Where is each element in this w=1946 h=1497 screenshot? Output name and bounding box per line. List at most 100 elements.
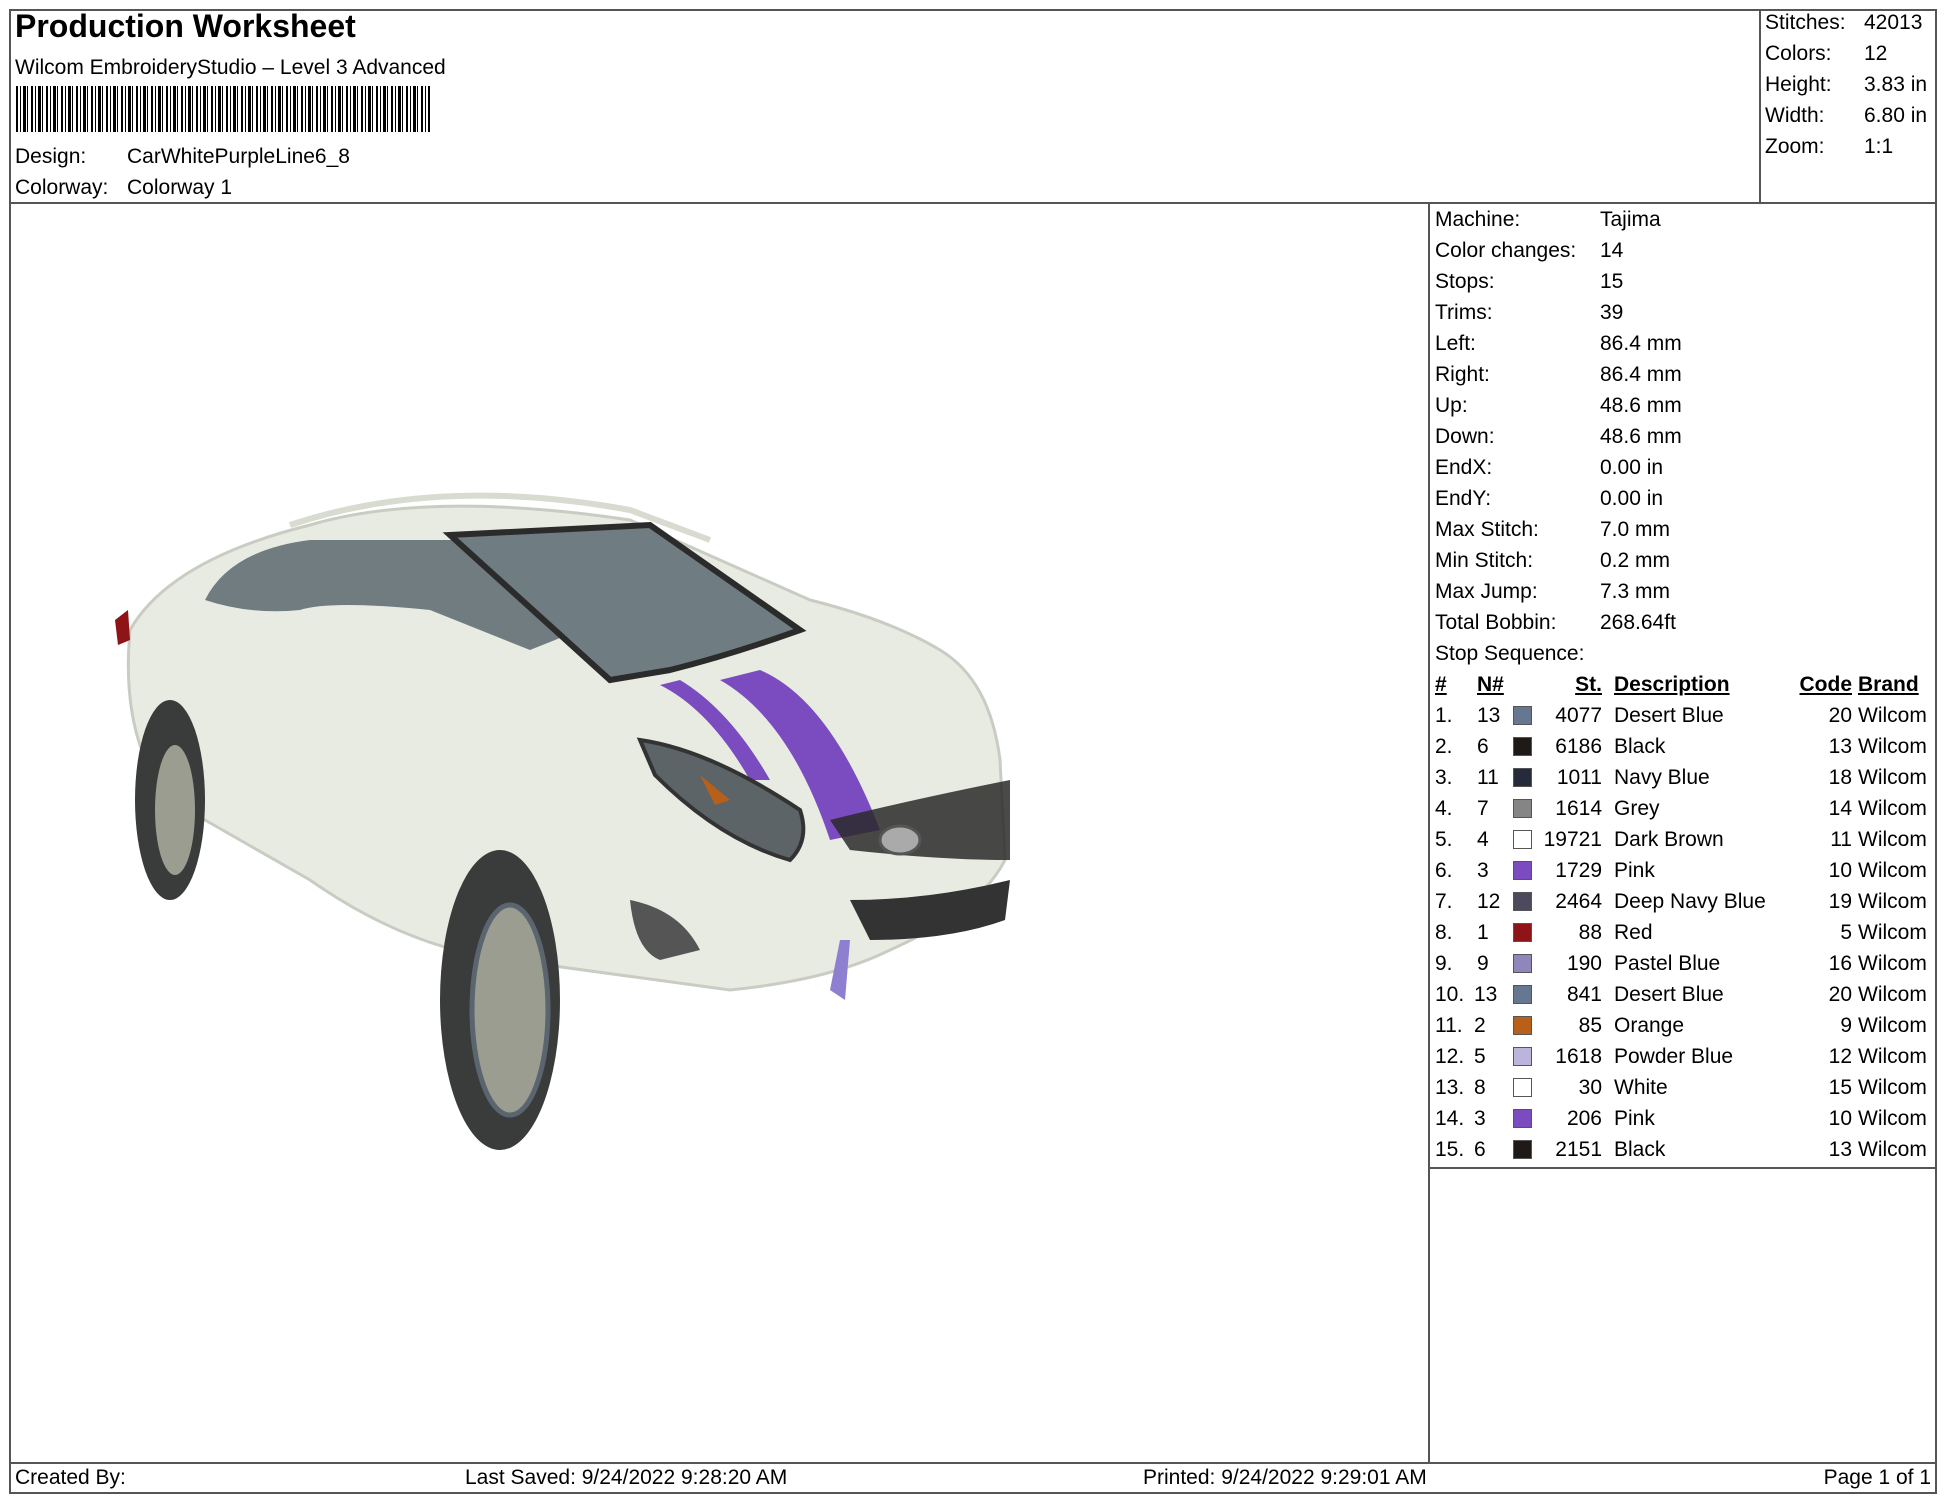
color-description: Powder Blue (1614, 1045, 1734, 1068)
stat-value: 3.83 in (1864, 73, 1928, 96)
color-code: 16 (1828, 952, 1852, 975)
stitch-count: 30 (1578, 1076, 1602, 1099)
stitch-count: 88 (1578, 921, 1602, 944)
machine-row: Color changes:14 (0, 235, 1946, 266)
machine-row: Max Stitch: 7.0 mm (0, 514, 1946, 545)
stat-label: Zoom: (1765, 135, 1825, 158)
stop-number: 5. (1435, 828, 1453, 851)
stop-row: 13. 8 30 White 15 Wilcom (0, 1072, 1946, 1103)
needle-number: 6 (1477, 735, 1489, 758)
col-brand: Brand (1858, 673, 1919, 696)
stat-row: Width:6.80 in (0, 100, 1946, 131)
stop-row: 9. 9 190 Pastel Blue 16 Wilcom (0, 948, 1946, 979)
stop-number: 10. (1435, 983, 1465, 1006)
car-embroidery-image (115, 492, 1010, 1150)
machine-value: 14 (1600, 239, 1624, 262)
machine-value: 48.6 mm (1600, 425, 1682, 448)
stitch-count: 1618 (1555, 1045, 1602, 1068)
machine-row: Total Bobbin:268.64ft (0, 607, 1946, 638)
machine-value: 7.0 mm (1600, 518, 1671, 541)
needle-number: 6 (1474, 1138, 1486, 1161)
color-description: Dark Brown (1614, 828, 1724, 851)
machine-value: 268.64ft (1600, 611, 1676, 634)
machine-value: 7.3 mm (1600, 580, 1671, 603)
color-code: 9 (1840, 1014, 1852, 1037)
machine-label: Max Jump: (1435, 580, 1538, 603)
thread-brand: Wilcom (1858, 859, 1927, 882)
col-needle: N# (1477, 673, 1504, 696)
machine-label: EndX: (1435, 456, 1493, 479)
stitch-count: 1011 (1556, 766, 1602, 789)
machine-row: Trims:39 (0, 297, 1946, 328)
thread-brand: Wilcom (1858, 797, 1927, 820)
stop-number: 2. (1435, 735, 1453, 758)
color-description: Grey (1614, 797, 1660, 820)
stitch-count: 1729 (1555, 859, 1602, 882)
needle-number: 7 (1477, 797, 1489, 820)
stop-number: 11. (1435, 1014, 1463, 1037)
design-name: CarWhitePurpleLine6_8 (127, 145, 350, 168)
machine-value: 0.00 in (1600, 487, 1664, 510)
color-swatch (1513, 830, 1532, 849)
thread-brand: Wilcom (1858, 766, 1927, 789)
color-description: Deep Navy Blue (1614, 890, 1766, 913)
needle-number: 1 (1477, 921, 1489, 944)
needle-number: 9 (1477, 952, 1489, 975)
machine-row: Machine:Tajima (0, 204, 1946, 235)
thread-brand: Wilcom (1858, 983, 1927, 1006)
machine-label: Trims: (1435, 301, 1493, 324)
machine-label: Machine: (1435, 208, 1521, 231)
stop-row: 7. 12 2464 Deep Navy Blue 19 Wilcom (0, 886, 1946, 917)
color-description: Pastel Blue (1614, 952, 1721, 975)
needle-number: 13 (1477, 704, 1501, 727)
stop-table-header: # N# St. Description Code Brand (0, 669, 1946, 700)
color-code: 18 (1828, 766, 1852, 789)
design-label: Design: (15, 145, 87, 168)
machine-row: Max Jump: 7.3 mm (0, 576, 1946, 607)
header-divider (9, 202, 1937, 204)
stitch-count: 2464 (1555, 890, 1602, 913)
stop-row: 4. 7 1614 Grey 14 Wilcom (0, 793, 1946, 824)
stop-number: 3. (1435, 766, 1453, 789)
color-swatch (1513, 1016, 1532, 1035)
page-title: Production Worksheet (15, 8, 356, 44)
color-code: 11 (1830, 828, 1852, 851)
stop-row: 5. 4 19721 Dark Brown 11 Wilcom (0, 824, 1946, 855)
col-description: Description (1614, 673, 1730, 696)
machine-value: 86.4 mm (1600, 332, 1682, 355)
stop-number: 14. (1435, 1107, 1465, 1130)
created-by: Created By: (15, 1466, 126, 1489)
color-code: 20 (1828, 983, 1852, 1006)
color-swatch (1513, 861, 1532, 880)
thread-brand: Wilcom (1858, 1076, 1927, 1099)
machine-label: Max Stitch: (1435, 518, 1539, 541)
color-swatch (1513, 1078, 1532, 1097)
software-name: Wilcom EmbroideryStudio – Level 3 Advanc… (15, 56, 446, 79)
stop-sequence-label: Stop Sequence: (1435, 642, 1585, 665)
color-swatch (1513, 892, 1532, 911)
stat-value: 1:1 (1864, 135, 1894, 158)
stop-row: 3. 11 1011 Navy Blue 18 Wilcom (0, 762, 1946, 793)
color-description: Desert Blue (1614, 983, 1724, 1006)
color-code: 19 (1828, 890, 1852, 913)
last-saved: Last Saved: 9/24/2022 9:28:20 AM (465, 1466, 788, 1489)
stop-row: 8. 1 88 Red 5 Wilcom (0, 917, 1946, 948)
thread-brand: Wilcom (1858, 1107, 1927, 1130)
stop-number: 13. (1435, 1076, 1465, 1099)
thread-brand: Wilcom (1858, 1014, 1927, 1037)
machine-row: Stops:15 (0, 266, 1946, 297)
machine-row: Min Stitch:0.2 mm (0, 545, 1946, 576)
info-panel-bottom (1428, 1167, 1937, 1169)
stop-row: 1. 13 4077 Desert Blue 20 Wilcom (0, 700, 1946, 731)
color-description: Orange (1614, 1014, 1685, 1037)
stitch-count: 206 (1566, 1107, 1602, 1130)
stat-label: Stitches: (1765, 11, 1846, 34)
barcode (16, 86, 430, 132)
color-swatch (1513, 1140, 1532, 1159)
stat-row: Colors:12 (0, 38, 1946, 69)
color-code: 14 (1828, 797, 1852, 820)
stat-label: Colors: (1765, 42, 1832, 65)
machine-value: 0.00 in (1600, 456, 1664, 479)
stop-number: 12. (1435, 1045, 1465, 1068)
needle-number: 2 (1474, 1014, 1486, 1037)
